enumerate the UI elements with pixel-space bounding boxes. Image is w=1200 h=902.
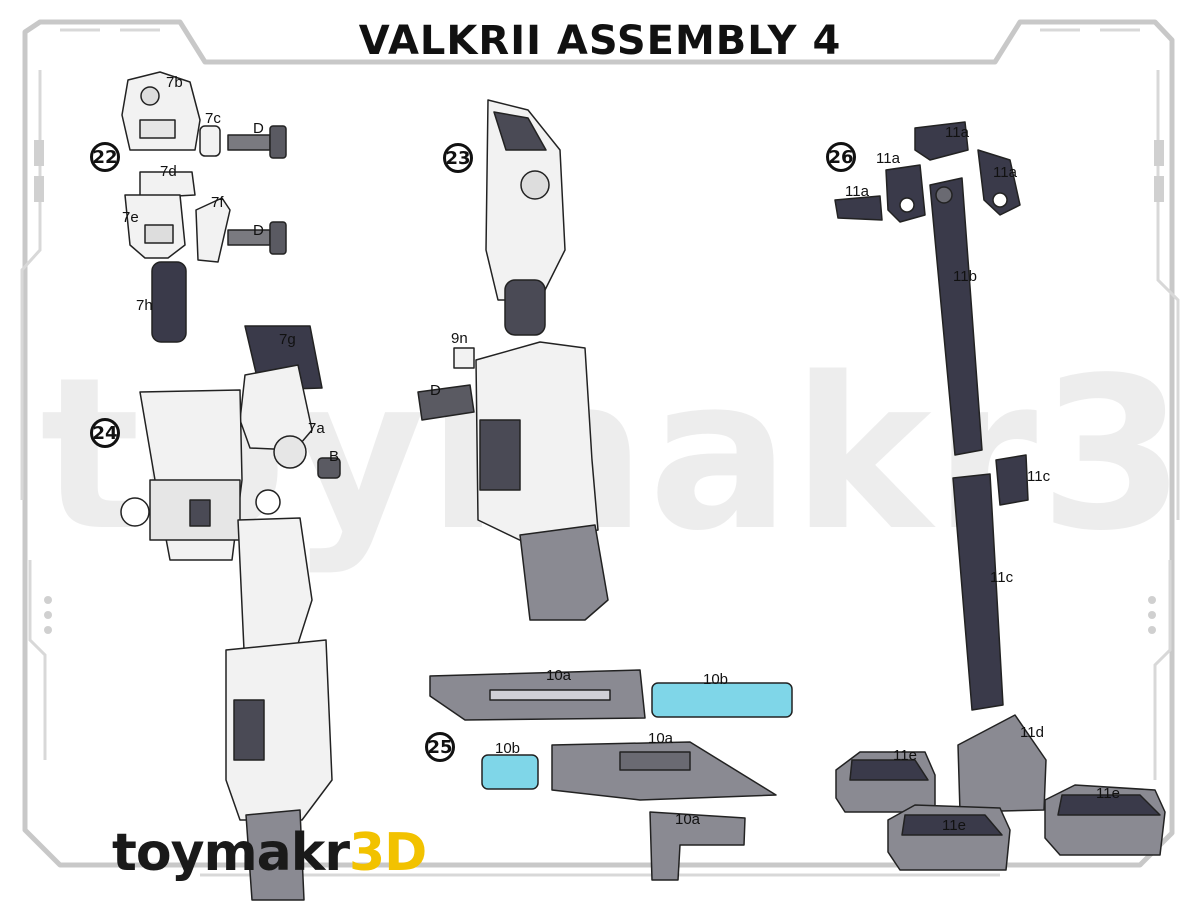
step-26-badge: 26 xyxy=(826,142,856,172)
label-11e: 11e xyxy=(893,747,917,764)
label-11b: 11b xyxy=(953,268,977,285)
part-11e-1 xyxy=(835,751,936,813)
label-7h: 7h xyxy=(136,297,153,314)
part-10a-bottom xyxy=(649,811,746,881)
step-23-badge: 23 xyxy=(443,143,473,173)
brand-logo: toymakr3D xyxy=(112,827,427,879)
part-11a-4 xyxy=(834,195,883,221)
part-10b-bottom xyxy=(481,754,539,790)
part-7c xyxy=(199,125,221,157)
assembly-24-leg xyxy=(225,517,333,901)
label-7d: 7d xyxy=(160,163,177,180)
label-10a: 10a xyxy=(648,730,674,747)
label-11d: 11d xyxy=(1020,724,1044,741)
part-thigh-upper xyxy=(485,99,566,336)
step-25-badge: 25 xyxy=(425,732,455,762)
part-7e xyxy=(124,194,186,259)
label-D: D xyxy=(430,382,441,399)
label-10b: 10b xyxy=(495,740,521,757)
brand-prefix: toym xyxy=(112,823,258,883)
part-B-screw xyxy=(317,457,341,479)
part-7h xyxy=(151,261,187,343)
part-10a-mid xyxy=(551,741,777,801)
label-7f: 7f xyxy=(211,194,224,211)
part-10b-top xyxy=(651,682,793,718)
label-D: D xyxy=(253,120,264,137)
label-11a: 11a xyxy=(945,124,969,141)
part-7a xyxy=(239,364,313,469)
label-10b: 10b xyxy=(703,671,729,688)
label-11c: 11c xyxy=(1027,468,1051,485)
part-11a-1 xyxy=(914,121,969,161)
part-11c-1 xyxy=(995,454,1029,506)
label-7g: 7g xyxy=(279,331,296,348)
part-11a-2 xyxy=(885,164,926,223)
part-D-screw-1 xyxy=(227,125,287,159)
part-11d xyxy=(957,714,1047,813)
label-11e: 11e xyxy=(942,817,966,834)
label-7b: 7b xyxy=(166,74,183,91)
part-11a-3 xyxy=(977,149,1021,216)
page-title: VALKRII ASSEMBLY 4 xyxy=(358,18,842,64)
label-11a: 11a xyxy=(876,150,900,167)
part-7f xyxy=(195,197,231,263)
label-D: D xyxy=(253,222,264,239)
part-11c-2 xyxy=(952,473,1004,711)
brand-accent: 3D xyxy=(349,823,427,883)
step-24-badge: 24 xyxy=(90,418,120,448)
part-7b xyxy=(121,71,201,151)
label-B: B xyxy=(329,448,340,465)
part-7d xyxy=(139,171,196,199)
label-10a: 10a xyxy=(546,667,572,684)
brand-middle: akr xyxy=(256,823,350,883)
assembly-23-leg xyxy=(475,341,609,621)
label-11a: 11a xyxy=(845,183,869,200)
part-D-screw-2 xyxy=(227,221,287,255)
part-11b xyxy=(929,177,983,456)
part-11e-2 xyxy=(887,804,1011,871)
part-11e-3 xyxy=(1044,784,1166,856)
label-11e: 11e xyxy=(1096,785,1120,802)
label-11c: 11c xyxy=(990,569,1014,586)
label-7e: 7e xyxy=(122,209,139,226)
part-10a-top xyxy=(429,669,646,721)
label-11a: 11a xyxy=(993,164,1017,181)
label-10a: 10a xyxy=(675,811,701,828)
label-7c: 7c xyxy=(205,110,221,127)
label-9n: 9n xyxy=(451,330,468,347)
label-7a: 7a xyxy=(308,420,325,437)
assembly-24-torso xyxy=(120,389,281,561)
part-9n xyxy=(453,347,475,369)
step-22-badge: 22 xyxy=(90,142,120,172)
part-D-screw-3 xyxy=(417,384,475,421)
